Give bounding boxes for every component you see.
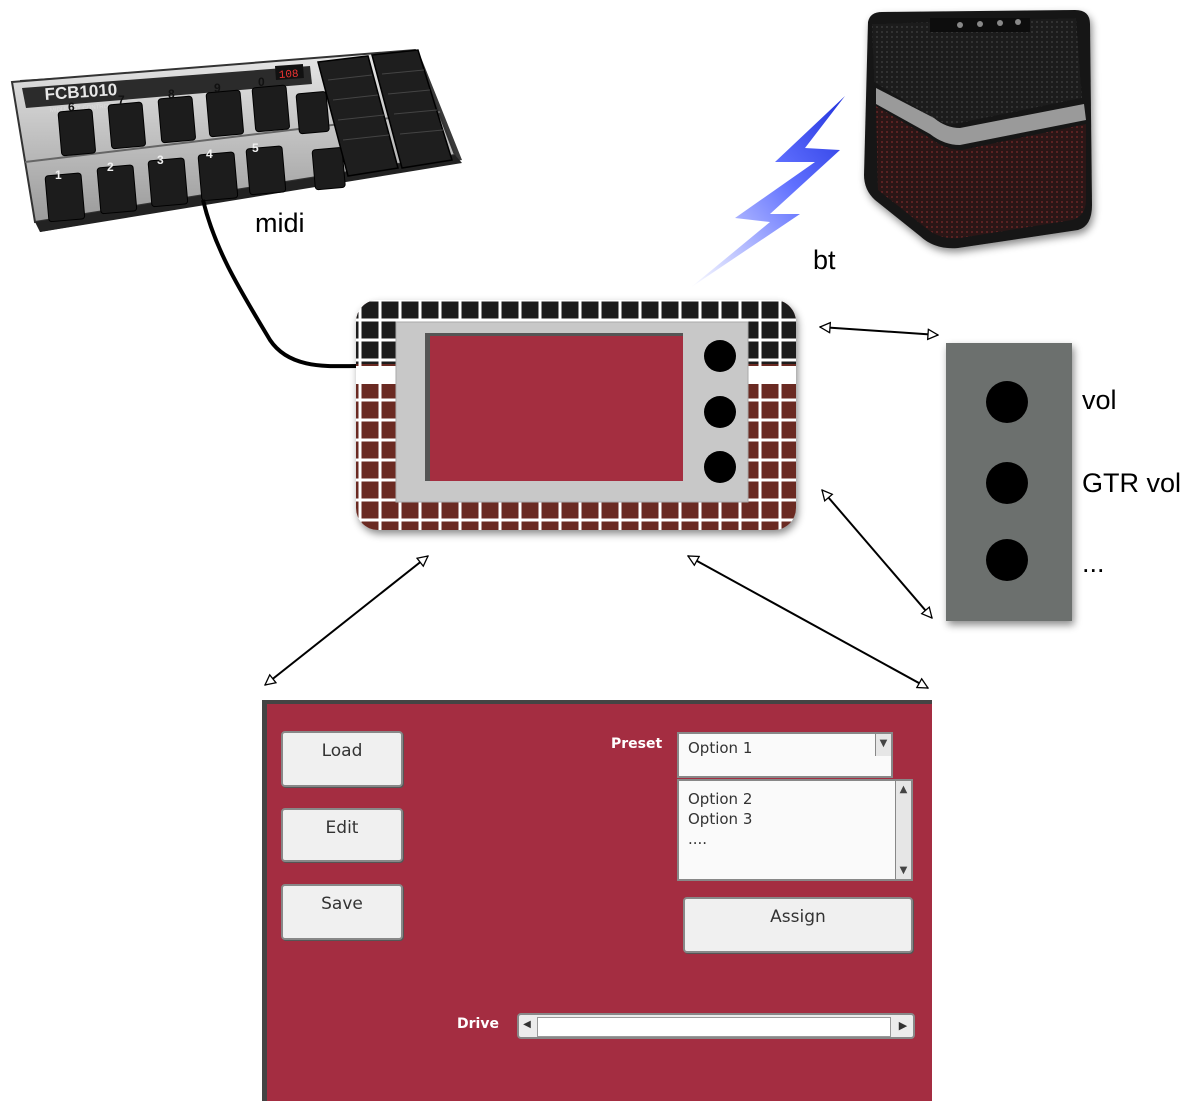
vol-label: vol (1082, 385, 1117, 415)
gtr-vol-label: GTR vol (1082, 468, 1182, 498)
slider-right-arrow-icon[interactable]: ▶ (898, 1020, 908, 1032)
preset-option-more: .... (688, 830, 708, 848)
preset-option-2[interactable]: Option 2 (688, 790, 753, 808)
footswitch-key-1: 1 (55, 168, 62, 182)
scroll-down-icon[interactable]: ▼ (899, 865, 908, 876)
midi-cable (201, 199, 359, 369)
preset-dropdown[interactable]: Option 1 ▼ (677, 732, 893, 778)
device-knob-3 (704, 451, 736, 483)
load-button[interactable]: Load (281, 731, 403, 787)
assign-button[interactable]: Assign (683, 897, 913, 953)
bluetooth-bolt (690, 96, 845, 288)
arrow-device-panel-bottom (822, 490, 932, 618)
extra-knob (986, 539, 1028, 581)
preset-label: Preset (611, 736, 663, 752)
device-screen (430, 336, 683, 481)
arrow-device-panel-top (820, 327, 938, 335)
footswitch-key-0: 0 (258, 75, 265, 89)
slider-track[interactable] (537, 1017, 891, 1037)
preset-dropdown-arrow[interactable]: ▼ (875, 734, 891, 756)
footswitch-key-7: 7 (118, 93, 125, 107)
scroll-up-icon[interactable]: ▲ (899, 784, 908, 795)
footswitch-key-9: 9 (214, 81, 221, 95)
footswitch-subtitle: MIDI FOOT CONTROLLER (50, 103, 124, 114)
arrow-device-mockup-left (265, 556, 428, 685)
midi-foot-controller: FCB1010 MIDI FOOT CONTROLLER 108 6 7 8 9… (10, 48, 462, 232)
central-controller-device (356, 300, 796, 530)
footswitch-key-2: 2 (107, 160, 114, 174)
save-button[interactable]: Save (281, 884, 403, 940)
control-panel (946, 343, 1072, 621)
bt-label: bt (813, 245, 836, 275)
footswitch-key-6: 6 (68, 100, 75, 114)
vol-knob (986, 381, 1028, 423)
expression-pedal-b (371, 49, 453, 169)
bluetooth-amplifier (864, 10, 1092, 249)
preset-option-3[interactable]: Option 3 (688, 810, 753, 828)
arrow-device-mockup-right (688, 555, 928, 689)
device-knob-2 (704, 396, 736, 428)
drive-slider[interactable]: ◀ ▶ (517, 1013, 915, 1039)
footswitch-display: 108 (278, 69, 299, 82)
drive-label: Drive (457, 1016, 499, 1032)
more-label: ... (1082, 548, 1105, 578)
listbox-scrollbar[interactable]: ▲ ▼ (895, 781, 911, 879)
footswitch-key-3: 3 (157, 153, 164, 167)
device-knob-1 (704, 340, 736, 372)
preset-selected-value: Option 1 (688, 739, 753, 757)
footswitch-key-4: 4 (206, 147, 213, 161)
preset-listbox[interactable]: Option 2 Option 3 .... ▲ ▼ (677, 779, 913, 881)
expression-pedal-a (317, 55, 399, 177)
footswitch-key-8: 8 (168, 87, 175, 101)
gtr-vol-knob (986, 462, 1028, 504)
midi-label: midi (255, 208, 305, 238)
slider-left-arrow-icon[interactable]: ◀ (523, 1019, 531, 1030)
footswitch-key-5: 5 (252, 141, 259, 155)
edit-button[interactable]: Edit (281, 808, 403, 862)
ui-mockup-panel: Load Edit Save Preset Option 1 ▼ Option … (262, 700, 932, 1101)
